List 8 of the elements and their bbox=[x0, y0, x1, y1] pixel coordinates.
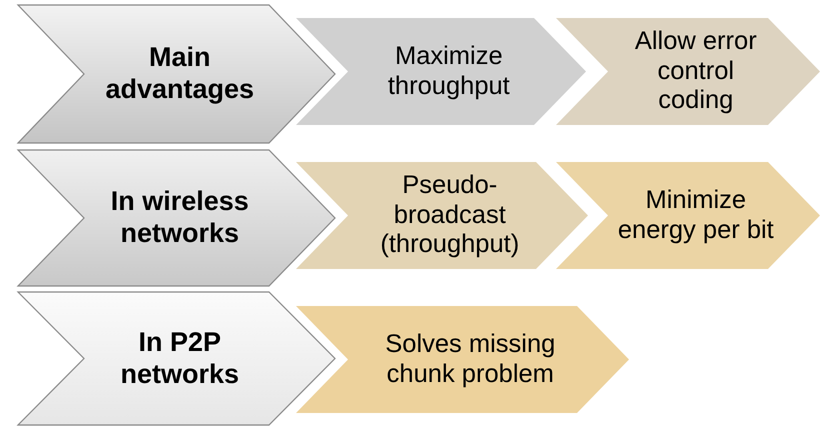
banner-label: Pseudo-broadcast (throughput) bbox=[379, 170, 520, 260]
banner-label: Maximize throughput bbox=[386, 42, 511, 102]
banner-label: In wireless networks bbox=[110, 186, 250, 250]
banner-label: Minimize energy per bit bbox=[616, 186, 775, 246]
banner-label: Solves missing chunk problem bbox=[384, 330, 556, 390]
banner-label: Main advantages bbox=[104, 42, 256, 106]
banner-label: In P2P networks bbox=[120, 326, 240, 390]
banner-label: Allow error control coding bbox=[634, 26, 758, 116]
